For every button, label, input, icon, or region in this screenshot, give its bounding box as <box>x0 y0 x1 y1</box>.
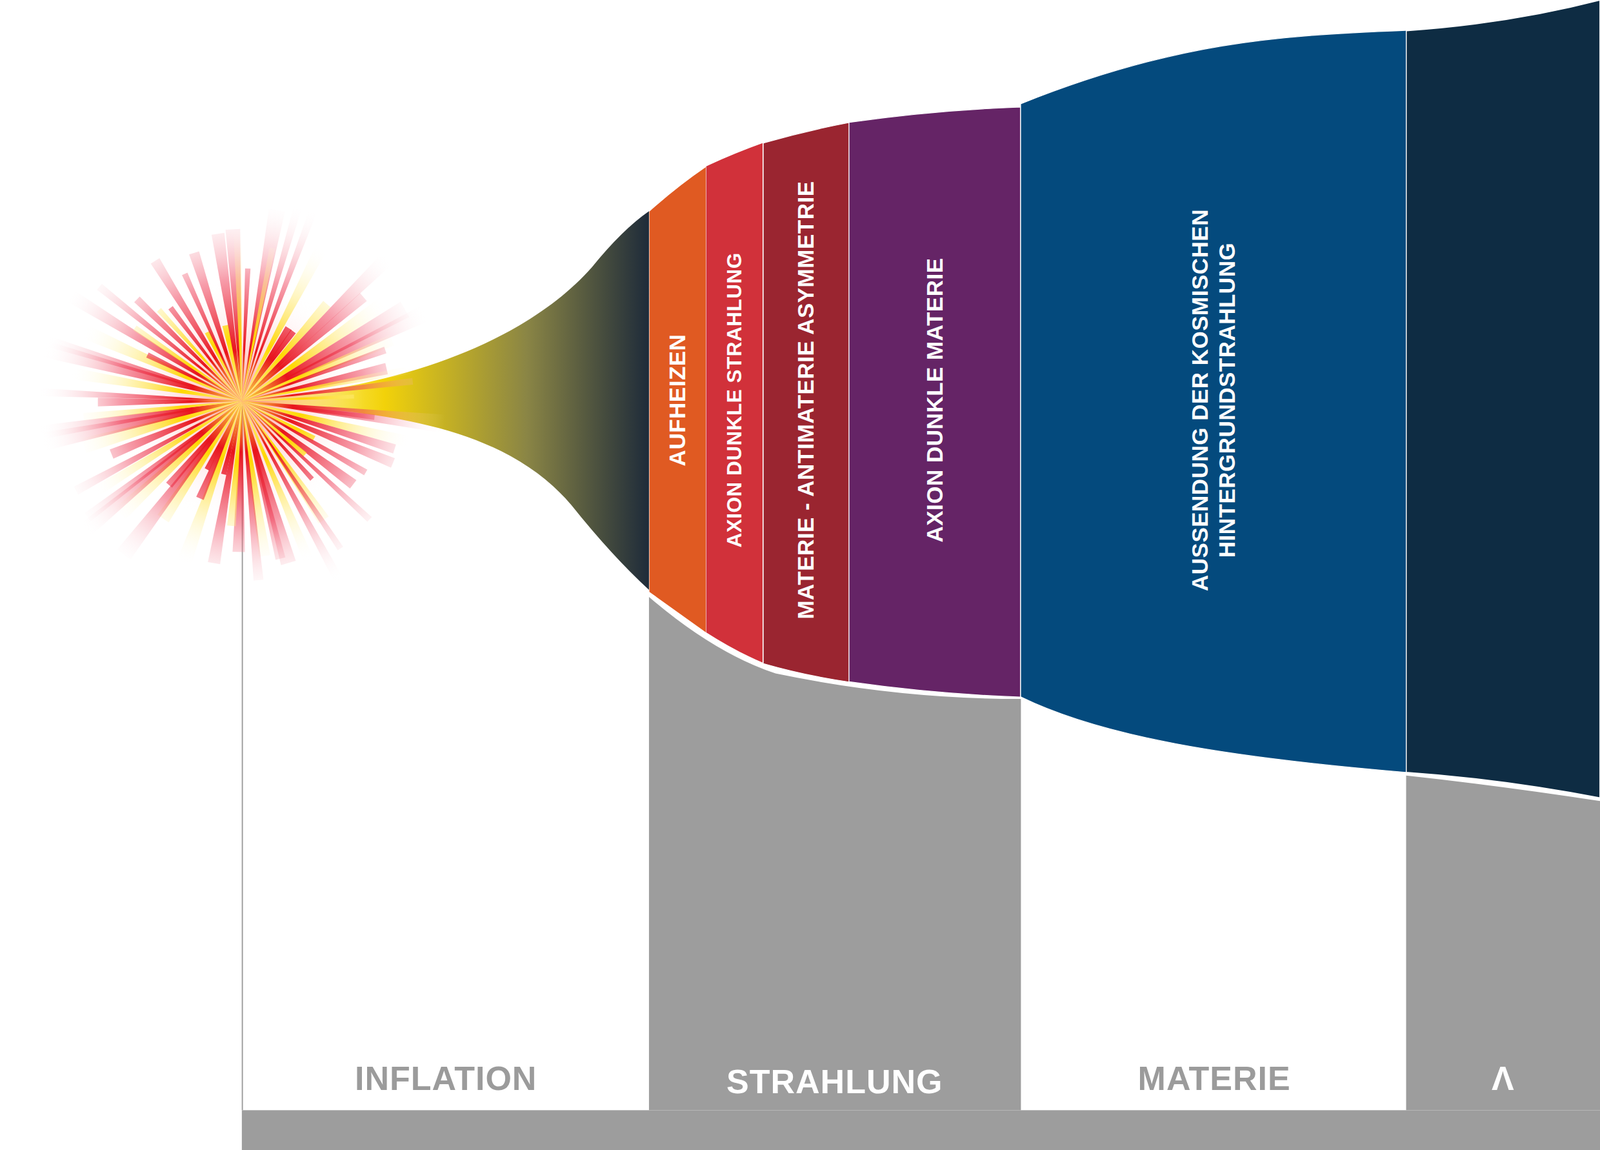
burst-ray <box>231 195 242 402</box>
burst-ray <box>241 362 388 401</box>
band-outline <box>705 142 764 664</box>
band-label: AUFHEIZEN <box>663 247 691 553</box>
era-band: AUFHEIZEN <box>649 166 707 633</box>
era-band: AXION DUNKLE STRAHLUNG <box>705 142 764 664</box>
burst-ray <box>8 400 242 459</box>
era-label: MATERIE <box>1138 1060 1291 1097</box>
burst-ray <box>96 283 242 402</box>
band-label: AXION DUNKLE MATERIE <box>921 134 949 666</box>
era-band: MATERIE - ANTIMATERIE ASYMMETRIE <box>763 122 850 682</box>
band-outline <box>1020 30 1407 773</box>
band-outline <box>763 122 850 682</box>
era-label: STRAHLUNG <box>726 1063 943 1100</box>
era-band: AUSSENDUNG DER KOSMISCHEN HINTERGRUNDSTR… <box>1020 30 1407 773</box>
burst-ray <box>10 400 242 445</box>
era-label: INFLATION <box>354 1060 537 1097</box>
band-label: MATERIE - ANTIMATERIE ASYMMETRIE <box>792 132 820 668</box>
burst-ray <box>241 293 453 401</box>
burst-ray <box>241 400 264 580</box>
era-band: AXION DUNKLE MATERIE <box>849 107 1021 699</box>
base-bar <box>241 1109 1600 1150</box>
band-shape <box>1020 30 1407 773</box>
burst-ray <box>27 387 242 401</box>
band-label: AXION DUNKLE STRAHLUNG <box>722 175 748 625</box>
burst-ray <box>241 378 413 402</box>
big-bang-burst <box>8 195 455 586</box>
dark-energy-band <box>1405 0 1600 798</box>
band-outline <box>649 166 707 633</box>
burst-ray <box>241 277 417 402</box>
column-edge <box>1020 698 1022 1110</box>
era-label: Λ <box>1491 1060 1515 1097</box>
lambda-column <box>1405 775 1600 1111</box>
burst-ray <box>241 400 346 586</box>
band-label: AUSSENDUNG DER KOSMISCHEN HINTERGRUNDSTR… <box>1186 154 1241 645</box>
burst-ray <box>241 400 324 584</box>
band-outline <box>849 107 1021 697</box>
